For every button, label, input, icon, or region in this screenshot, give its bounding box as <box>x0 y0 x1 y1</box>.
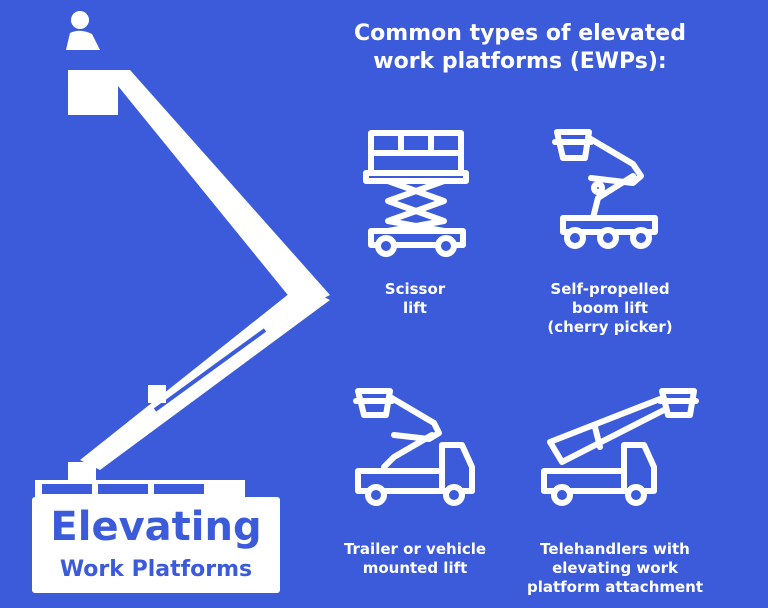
type-label-trailer: Trailer or vehicle mounted lift <box>325 540 505 578</box>
label-line: lift <box>403 299 427 317</box>
brand-box <box>32 497 280 593</box>
label-line: Telehandlers with <box>540 540 690 558</box>
brand-subtitle: Work Platforms <box>59 557 253 582</box>
label-line: mounted lift <box>362 559 468 577</box>
label-line: boom lift <box>571 299 649 317</box>
label-line: Self-propelled <box>550 280 670 298</box>
telehandler-icon <box>541 388 699 506</box>
type-label-scissor: Scissor lift <box>340 280 490 318</box>
lift-turret-icon <box>68 462 96 484</box>
worker-body-icon <box>66 30 100 50</box>
label-line: elevating work <box>552 559 678 577</box>
type-label-boom: Self-propelled boom lift (cherry picker) <box>520 280 700 337</box>
type-label-telehandler: Telehandlers with elevating work platfor… <box>510 540 720 597</box>
upper-boom-icon <box>105 70 330 310</box>
label-line: (cherry picker) <box>547 318 673 336</box>
brand-title: Elevating <box>50 504 262 550</box>
bucket-icon <box>68 70 118 115</box>
page-heading: Common types of elevated work platforms … <box>310 20 730 76</box>
scissor-lift-icon <box>363 130 469 257</box>
truck-mounted-lift-icon <box>353 388 475 506</box>
lower-boom-icon <box>80 285 330 470</box>
heading-line-1: Common types of elevated <box>354 21 686 46</box>
label-line: Trailer or vehicle <box>343 540 487 558</box>
heading-line-2: work platforms (EWPs): <box>373 49 667 74</box>
boom-lift-icon <box>552 129 658 249</box>
label-line: platform attachment <box>526 578 704 596</box>
worker-head-icon <box>71 11 89 29</box>
label-line: Scissor <box>384 280 446 298</box>
